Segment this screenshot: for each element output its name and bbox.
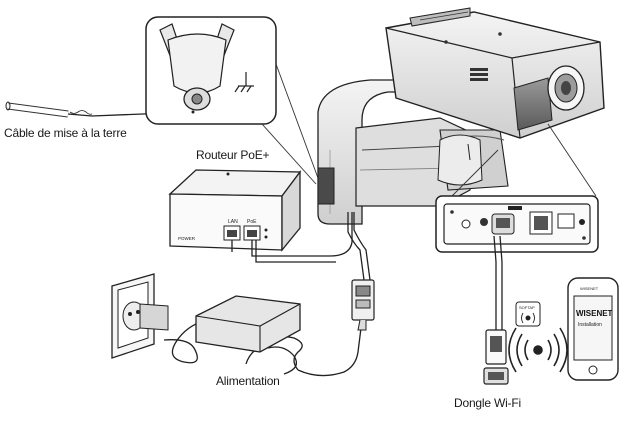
camera-connector bbox=[351, 279, 375, 331]
ground-cable-label: Câble de mise à la terre bbox=[4, 126, 127, 140]
poe-router-label: Routeur PoE+ bbox=[196, 148, 270, 162]
smartphone: WISENET WISENET Installation bbox=[567, 277, 619, 381]
phone-screen-sub: Installation bbox=[578, 322, 602, 328]
router-port-lan-label: LAN bbox=[228, 219, 238, 225]
wifi-dongle bbox=[483, 329, 509, 385]
router-port-poe-label: PoE bbox=[247, 219, 257, 225]
power-adapter bbox=[195, 295, 301, 353]
phone-brand: WISENET bbox=[580, 286, 599, 291]
wall-outlet bbox=[111, 273, 169, 359]
wifi-signal-icon bbox=[508, 327, 568, 373]
router-power-label: POWER bbox=[178, 236, 196, 241]
io-panel-detail bbox=[435, 195, 599, 253]
cables bbox=[139, 212, 503, 377]
camera bbox=[317, 7, 605, 225]
poe-router: LAN PoE POWER bbox=[168, 169, 302, 252]
wifi-dongle-label: Dongle Wi-Fi bbox=[454, 396, 521, 410]
softap-badge: SOFTAP bbox=[515, 301, 541, 327]
ground-cable bbox=[5, 101, 194, 118]
softap-label: SOFTAP bbox=[519, 305, 535, 310]
zoom-callout-lines bbox=[261, 63, 319, 185]
ground-detail-zoom bbox=[145, 16, 277, 125]
phone-screen-title: WISENET bbox=[576, 309, 613, 318]
power-supply-label: Alimentation bbox=[216, 374, 280, 388]
panel-callout-lines bbox=[451, 123, 597, 197]
